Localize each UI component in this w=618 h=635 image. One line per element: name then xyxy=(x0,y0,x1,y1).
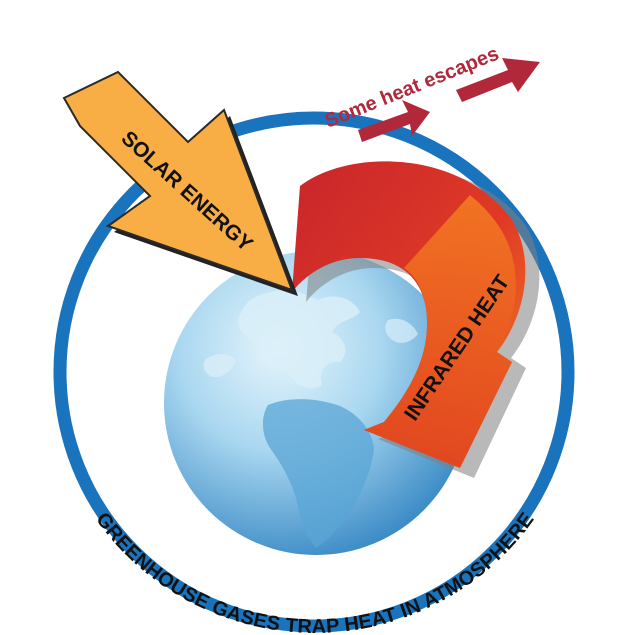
earth-globe-icon xyxy=(164,251,468,555)
atmosphere-ring xyxy=(53,111,575,633)
solar-energy-arrow xyxy=(62,70,298,296)
heat-escape-arrows xyxy=(358,58,540,142)
infrared-heat-arrow xyxy=(292,161,540,478)
